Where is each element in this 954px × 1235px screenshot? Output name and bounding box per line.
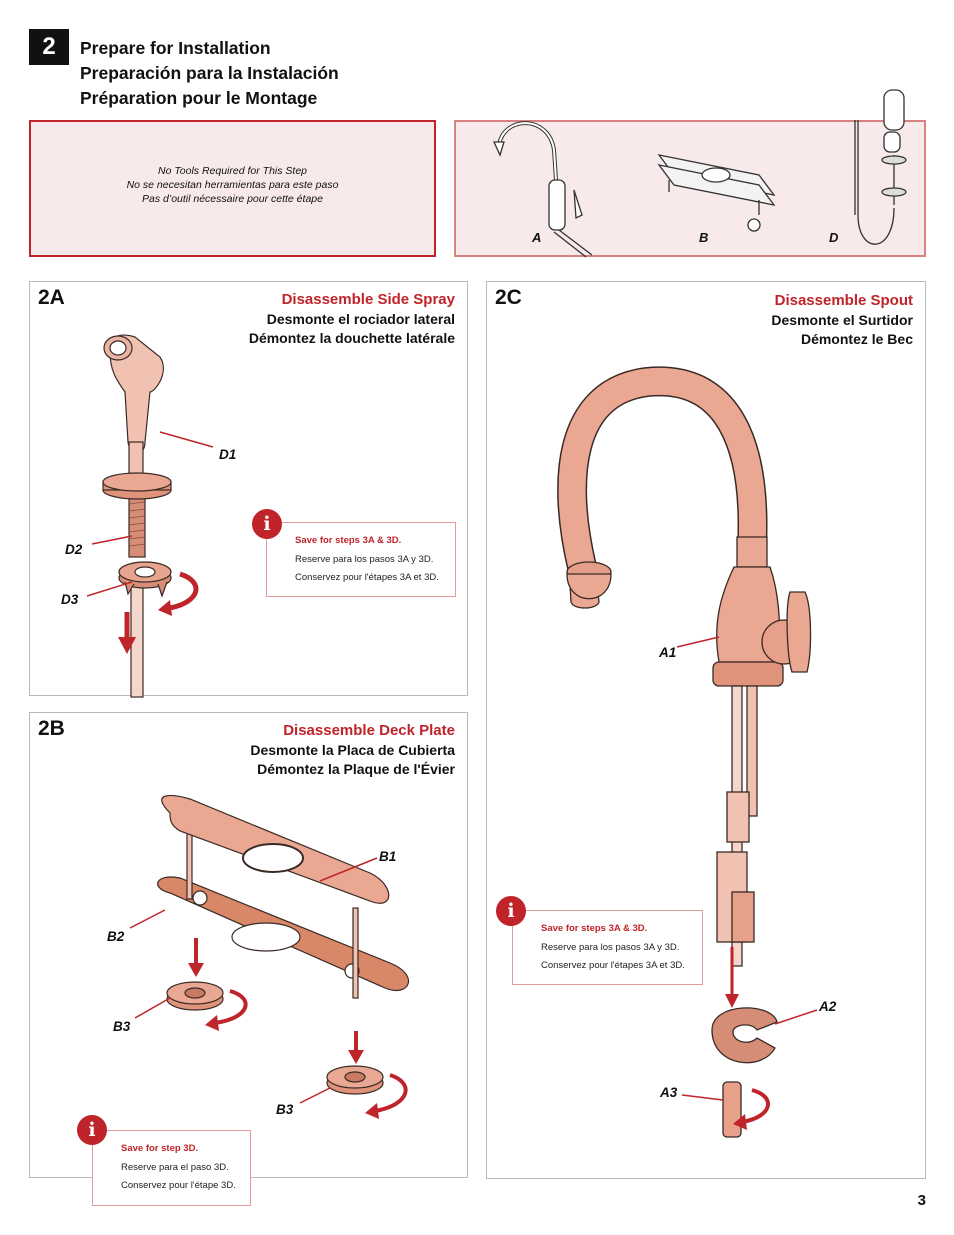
step-number-badge: 2: [29, 29, 69, 65]
parts-overview-box: A B D: [454, 89, 926, 258]
panel-2c-heading-fr: Démontez le Bec: [800, 331, 913, 347]
panel-2b-id: 2B: [38, 717, 65, 740]
panel-2b-save-note: Save for step 3D. Reserve para el paso 3…: [92, 1130, 251, 1206]
callout-a1: A1: [659, 645, 677, 660]
step-title-fr: Préparation pour le Montage: [80, 88, 318, 108]
part-b-deck-plate-illustration: [657, 154, 776, 232]
panel-2c-heading-es: Desmonte el Surtidor: [771, 311, 913, 328]
panel-2c-heading-en: Disassemble Spout: [774, 292, 913, 309]
panel-2a: 2A Disassemble Side Spray Desmonte el ro…: [29, 281, 468, 698]
panel-2c-save-note: Save for steps 3A & 3D. Reserve para los…: [512, 910, 703, 985]
panel-2a-id: 2A: [38, 286, 65, 309]
panel-2b-note-es: Reserve para el paso 3D.: [121, 1161, 229, 1173]
panel-2a-heading-es: Desmonte el rociador lateral: [266, 310, 455, 327]
step-title-es: Preparación para la Instalación: [80, 63, 339, 83]
panel-2a-note-fr: Conservez pour l'étapes 3A et 3D.: [295, 572, 439, 583]
panel-2b-heading-en: Disassemble Deck Plate: [283, 722, 455, 739]
tools-required-box: No Tools Required for This Step No se ne…: [29, 120, 436, 257]
info-icon: i: [77, 1115, 107, 1145]
panel-2b: 2B Disassemble Deck Plate Desmonte la Pl…: [29, 712, 468, 1206]
callout-a3: A3: [660, 1085, 678, 1100]
panel-2c-note-fr: Conservez pour l'étapes 3A et 3D.: [541, 960, 685, 971]
info-icon: i: [252, 509, 282, 539]
deck-plate-disassembly-illustration: [129, 794, 409, 1119]
part-label-b: B: [699, 230, 709, 245]
tools-text-es: No se necesitan herramientas para este p…: [126, 179, 339, 191]
panel-2a-heading-en: Disassemble Side Spray: [281, 291, 455, 308]
tools-text-en: No Tools Required for This Step: [157, 165, 308, 177]
panel-2b-note-en: Save for step 3D.: [121, 1143, 199, 1154]
callout-b2: B2: [107, 929, 125, 944]
panel-2c-note-en: Save for steps 3A & 3D.: [541, 923, 648, 934]
spout-disassembly-illustration: [557, 366, 818, 1138]
callout-d3: D3: [61, 592, 79, 607]
panel-2a-save-note: Save for steps 3A & 3D. Reserve para los…: [266, 522, 456, 597]
callout-d1: D1: [219, 447, 237, 462]
part-label-a: A: [532, 230, 542, 245]
part-a-faucet-illustration: [492, 121, 593, 258]
panel-2a-note-en: Save for steps 3A & 3D.: [295, 535, 402, 546]
part-d-side-spray-illustration: [854, 89, 907, 245]
panel-2c-note-es: Reserve para los pasos 3A y 3D.: [541, 941, 680, 953]
panel-2a-heading-fr: Démontez la douchette latérale: [248, 330, 455, 346]
callout-a2: A2: [819, 999, 837, 1014]
page-number: 3: [917, 1192, 926, 1209]
callout-b3-right: B3: [276, 1102, 294, 1117]
step-title-en: Prepare for Installation: [80, 38, 271, 58]
callout-b3-left: B3: [113, 1019, 131, 1034]
panel-2a-note-es: Reserve para los pasos 3A y 3D.: [295, 553, 434, 565]
panel-2c-id: 2C: [495, 286, 522, 309]
panel-2b-heading-es: Desmonte la Placa de Cubierta: [250, 741, 455, 758]
tools-text-fr: Pas d’outil nécessaire pour cette étape: [142, 193, 323, 205]
callout-d2: D2: [65, 542, 83, 557]
panel-2b-heading-fr: Démontez la Plaque de l'Évier: [257, 761, 455, 777]
callout-b1: B1: [379, 849, 397, 864]
panel-2b-note-fr: Conservez pour l'étape 3D.: [121, 1180, 236, 1191]
info-icon: i: [496, 896, 526, 926]
part-label-d: D: [829, 230, 839, 245]
parts-overview-illustration: [492, 89, 907, 258]
panel-2c: 2C Disassemble Spout Desmonte el Surtido…: [486, 281, 926, 1179]
side-spray-disassembly-illustration: [86, 334, 214, 698]
